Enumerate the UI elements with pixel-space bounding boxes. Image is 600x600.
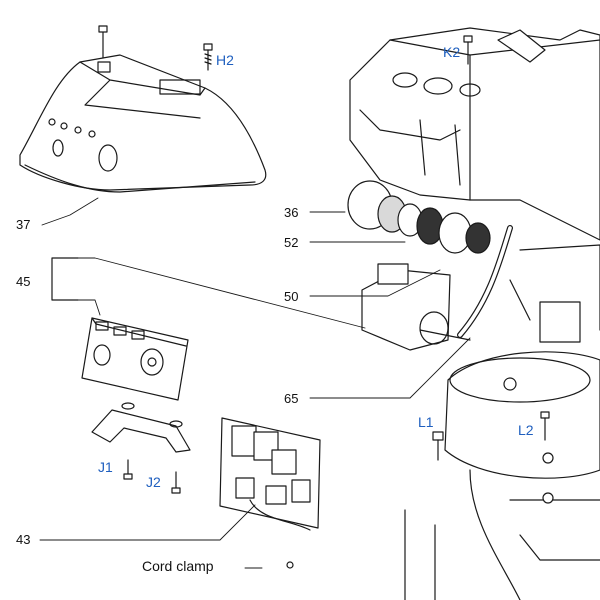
- circuit-board: [219, 417, 321, 531]
- upper-housing: [349, 27, 600, 241]
- label-screw-h2: H2: [216, 52, 234, 68]
- screw-k2: [463, 35, 473, 65]
- leader-lines: [39, 197, 471, 569]
- front-cover-shell: [19, 54, 267, 193]
- label-screw-l1: L1: [418, 414, 434, 430]
- label-screw-j2: J2: [146, 474, 161, 490]
- label-screw-j1: J1: [98, 459, 113, 475]
- label-part-65: 65: [284, 391, 299, 406]
- label-screw-k2: K2: [443, 44, 461, 60]
- label-screw-l2: L2: [518, 422, 534, 438]
- interface-bracket: [81, 317, 189, 401]
- label-part-45: 45: [16, 274, 31, 289]
- lower-frame: [286, 469, 600, 600]
- tube: [457, 225, 513, 338]
- valve-block: [361, 263, 471, 351]
- screw-j1: [123, 459, 133, 480]
- label-part-37: 37: [16, 217, 31, 232]
- label-part-36: 36: [284, 205, 299, 220]
- screw-j2: [171, 471, 181, 494]
- mounting-clamp: [91, 402, 191, 453]
- label-part-52: 52: [284, 235, 299, 250]
- screw-l1: [432, 431, 444, 461]
- label-part-43: 43: [16, 532, 31, 547]
- cover-screw-top: [98, 25, 108, 59]
- hose-fitting: [347, 180, 491, 254]
- pump-base: [444, 351, 600, 479]
- label-part-50: 50: [284, 289, 299, 304]
- label-cord-clamp: Cord clamp: [142, 558, 214, 574]
- screw-h2: [203, 43, 213, 71]
- right-valve: [509, 244, 600, 343]
- screw-l2: [540, 411, 550, 441]
